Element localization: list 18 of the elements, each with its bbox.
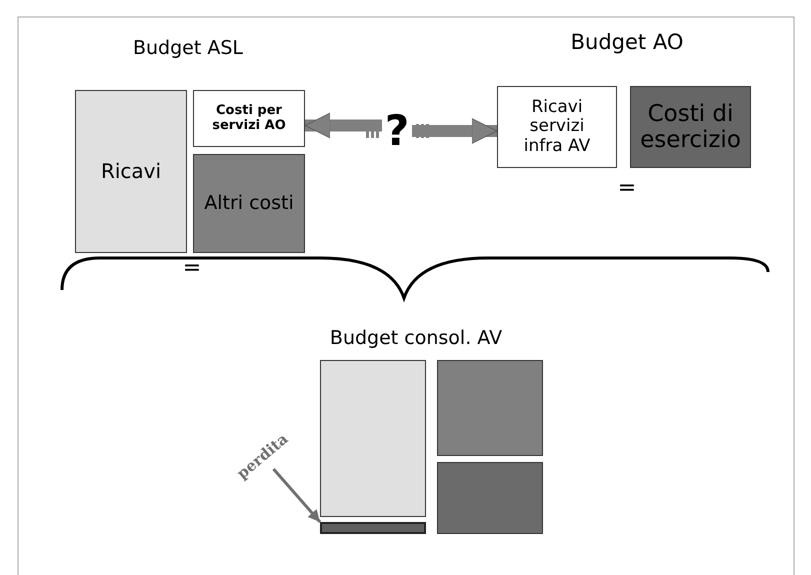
budget-heading: Budget AO: [570, 30, 684, 54]
budget-heading: Budget ASL: [132, 37, 244, 59]
cost-box: Altri costi: [193, 154, 305, 253]
block-arrow: [304, 112, 382, 138]
cost-box: Costi per servizi AO: [193, 90, 305, 147]
question-mark: ?: [382, 104, 412, 158]
leader-line: [272, 468, 322, 523]
revenue-box: Ricavi servizi infra AV: [497, 86, 617, 168]
revenue-box: Ricavi: [75, 90, 187, 253]
equals-sign: =: [182, 256, 202, 280]
block-arrow: [412, 118, 498, 144]
cost-box: [437, 462, 543, 534]
cost-box: Costi di esercizio: [630, 86, 751, 168]
loss-bar: [320, 522, 426, 534]
equals-sign: =: [618, 176, 636, 200]
revenue-box: [320, 360, 426, 517]
budget-heading: Budget consol. AV: [330, 327, 502, 349]
cost-box: [437, 360, 543, 456]
